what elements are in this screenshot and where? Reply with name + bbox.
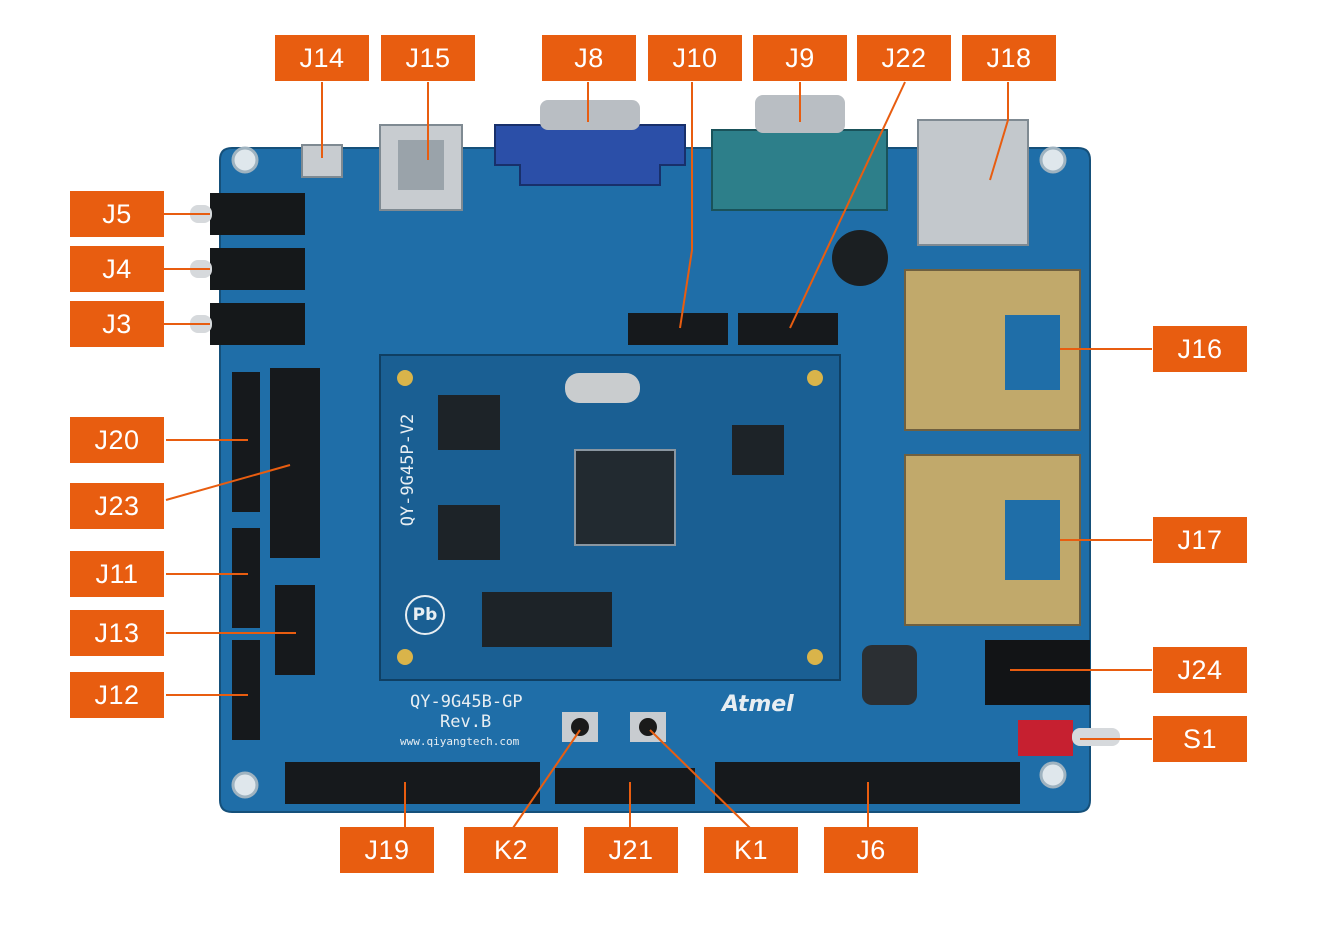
callout-j19: J19 bbox=[340, 827, 434, 873]
audio-jack-j4 bbox=[210, 248, 305, 290]
callout-j12: J12 bbox=[70, 672, 164, 718]
callout-j4: J4 bbox=[70, 246, 164, 292]
audio-jack-j3 bbox=[210, 303, 305, 345]
callout-k1: K1 bbox=[704, 827, 798, 873]
header-j10 bbox=[628, 313, 728, 345]
url-text: www.qiyangtech.com bbox=[400, 735, 520, 748]
pb-free-mark: Pb bbox=[405, 595, 445, 635]
leader-k2 bbox=[512, 729, 581, 829]
sd-window bbox=[1005, 500, 1060, 580]
eth-phy-chip bbox=[732, 425, 784, 475]
vga-connector bbox=[494, 124, 686, 186]
leader-lines bbox=[164, 81, 1152, 829]
header-j22 bbox=[738, 313, 838, 345]
header-j23 bbox=[270, 368, 320, 558]
callout-j14: J14 bbox=[275, 35, 369, 81]
leader-j22 bbox=[789, 81, 906, 329]
callout-j18: J18 bbox=[962, 35, 1056, 81]
revision-text: Rev.B bbox=[440, 712, 492, 732]
ram-chip-2 bbox=[438, 505, 500, 560]
callout-j13: J13 bbox=[70, 610, 164, 656]
audio-jack-j5 bbox=[210, 193, 305, 235]
ethernet-jack bbox=[917, 119, 1029, 246]
mount-hole bbox=[231, 771, 259, 799]
atmel-logo: Atmel bbox=[722, 692, 794, 717]
buzzer bbox=[832, 230, 888, 286]
header-j21 bbox=[555, 768, 695, 804]
callout-j17: J17 bbox=[1153, 517, 1247, 563]
callout-k2: K2 bbox=[464, 827, 558, 873]
leader-j10 bbox=[679, 82, 693, 329]
callout-j8: J8 bbox=[542, 35, 636, 81]
module-hole bbox=[397, 370, 413, 386]
module-silk-text: QY-9G45P-V2 bbox=[398, 413, 418, 527]
usb-a-inner bbox=[398, 140, 444, 190]
switch-s1 bbox=[1018, 720, 1073, 756]
callout-j6: J6 bbox=[824, 827, 918, 873]
header-j19 bbox=[285, 762, 540, 804]
mount-hole bbox=[231, 146, 259, 174]
cpu-chip bbox=[574, 449, 676, 546]
callout-j11: J11 bbox=[70, 551, 164, 597]
inductor-l14 bbox=[862, 645, 917, 705]
leader-j23 bbox=[165, 464, 291, 501]
vga-shell bbox=[540, 100, 640, 130]
header-j20 bbox=[232, 372, 260, 512]
callout-j5: J5 bbox=[70, 191, 164, 237]
callout-s1: S1 bbox=[1153, 716, 1247, 762]
callout-j23: J23 bbox=[70, 483, 164, 529]
callout-j16: J16 bbox=[1153, 326, 1247, 372]
nand-chip bbox=[482, 592, 612, 647]
module-hole bbox=[807, 649, 823, 665]
callout-j15: J15 bbox=[381, 35, 475, 81]
header-j13 bbox=[275, 585, 315, 675]
dc-jack-j24 bbox=[985, 640, 1090, 705]
header-j11 bbox=[232, 528, 260, 628]
module-hole bbox=[397, 649, 413, 665]
callout-j20: J20 bbox=[70, 417, 164, 463]
header-j12 bbox=[232, 640, 260, 740]
callout-j24: J24 bbox=[1153, 647, 1247, 693]
ram-chip-1 bbox=[438, 395, 500, 450]
sd-window bbox=[1005, 315, 1060, 390]
board-silk-text: QY-9G45B-GP bbox=[410, 692, 523, 712]
callout-j3: J3 bbox=[70, 301, 164, 347]
leader-j18 bbox=[989, 82, 1009, 181]
mount-hole bbox=[1039, 146, 1067, 174]
mount-hole bbox=[1039, 761, 1067, 789]
module-hole bbox=[807, 370, 823, 386]
crystal bbox=[565, 373, 640, 403]
serial-connector bbox=[711, 129, 888, 211]
button-k2-cap bbox=[571, 718, 589, 736]
switch-lever bbox=[1072, 728, 1120, 746]
callout-j21: J21 bbox=[584, 827, 678, 873]
callout-j10: J10 bbox=[648, 35, 742, 81]
leader-k1 bbox=[649, 729, 751, 829]
callout-j9: J9 bbox=[753, 35, 847, 81]
callout-j22: J22 bbox=[857, 35, 951, 81]
